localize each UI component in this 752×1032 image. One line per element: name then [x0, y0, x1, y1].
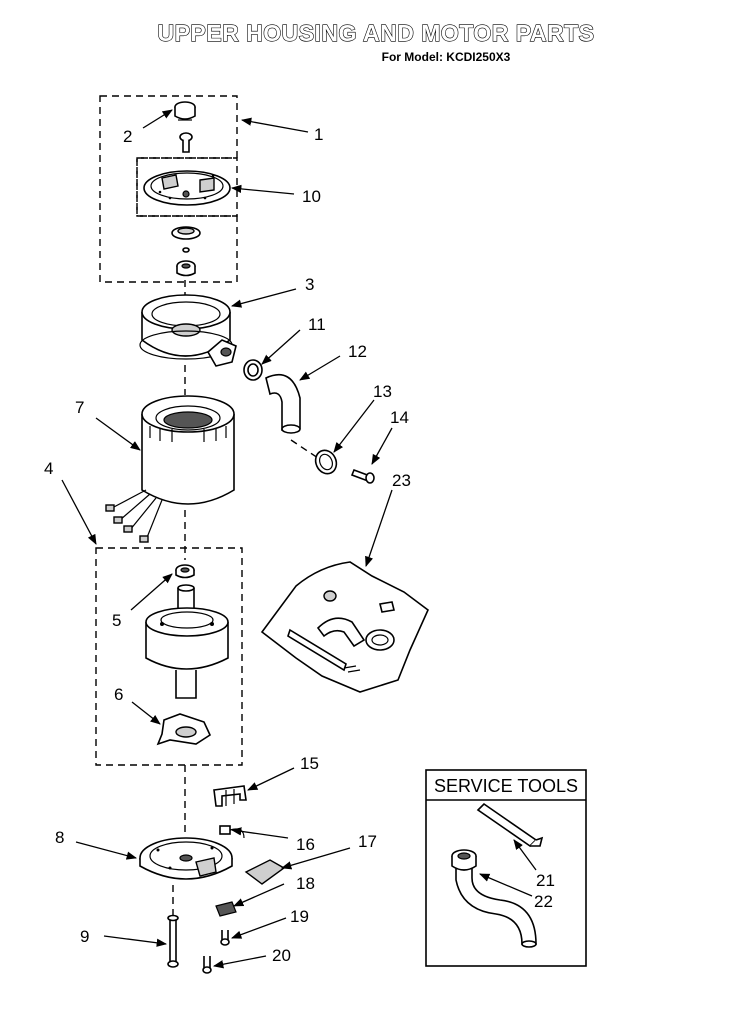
callout-5: 5: [112, 611, 121, 630]
callout-4: 4: [44, 459, 53, 478]
group-10-boundary: [136, 157, 238, 217]
part-7-stator[interactable]: [141, 395, 235, 505]
model-subtitle: For Model: KCDI250X3: [381, 50, 511, 64]
part-3-upper-housing[interactable]: [139, 294, 237, 367]
callout-7: 7: [75, 398, 84, 417]
callout-16: 16: [296, 835, 315, 854]
part-12-elbow[interactable]: [265, 373, 301, 434]
callout-2: 2: [123, 127, 132, 146]
group-1-boundary: [99, 95, 238, 283]
part-10-plate[interactable]: [143, 170, 231, 206]
callout-19: 19: [290, 907, 309, 926]
leader-lines: [61, 109, 537, 969]
part-18-gasket[interactable]: [215, 901, 237, 917]
part-1-pin[interactable]: [182, 247, 190, 253]
part-2-nut[interactable]: [174, 101, 196, 121]
callout-6: 6: [114, 685, 123, 704]
callout-22: 22: [534, 892, 553, 911]
callout-10: 10: [302, 187, 321, 206]
part-14-screw[interactable]: [350, 468, 375, 484]
part-1-washer[interactable]: [171, 226, 201, 240]
callout-8: 8: [55, 828, 64, 847]
callout-21: 21: [536, 871, 555, 890]
service-tools-title: SERVICE TOOLS: [434, 776, 578, 796]
callout-9: 9: [80, 927, 89, 946]
part-13-clamp[interactable]: [312, 447, 340, 477]
callout-13: 13: [373, 382, 392, 401]
callout-1: 1: [314, 125, 323, 144]
part-16-terminal[interactable]: [219, 825, 245, 839]
callout-23: 23: [392, 471, 411, 490]
part-1-hub[interactable]: [176, 260, 196, 277]
part-19-screw[interactable]: [220, 930, 230, 946]
part-1-screw[interactable]: [179, 132, 193, 153]
callout-14: 14: [390, 408, 409, 427]
part-8-end-bell[interactable]: [139, 837, 233, 880]
part-15-bracket[interactable]: [213, 785, 247, 807]
part-4-rotor[interactable]: [145, 584, 229, 699]
hose-guide-line: [290, 439, 319, 459]
part-20-screw[interactable]: [202, 956, 212, 974]
service-tools-box: [425, 769, 587, 967]
part-23-parts-bag[interactable]: [260, 561, 429, 693]
callout-20: 20: [272, 946, 291, 965]
callout-17: 17: [358, 832, 377, 851]
part-9-bolt[interactable]: [167, 914, 179, 968]
group-4-boundary: [95, 547, 243, 766]
stator-wires: [105, 489, 163, 543]
callout-15: 15: [300, 754, 319, 773]
callout-3: 3: [305, 275, 314, 294]
callout-12: 12: [348, 342, 367, 361]
part-17-plate[interactable]: [244, 859, 286, 885]
part-6-impeller[interactable]: [156, 713, 212, 746]
page-title: UPPER HOUSING AND MOTOR PARTS: [157, 19, 595, 46]
callout-11: 11: [308, 315, 326, 334]
callout-18: 18: [296, 874, 315, 893]
part-5-washer[interactable]: [175, 564, 195, 579]
part-21-wrench[interactable]: [476, 802, 544, 848]
part-11-clamp[interactable]: [243, 359, 263, 381]
part-22-tool[interactable]: [451, 849, 537, 948]
